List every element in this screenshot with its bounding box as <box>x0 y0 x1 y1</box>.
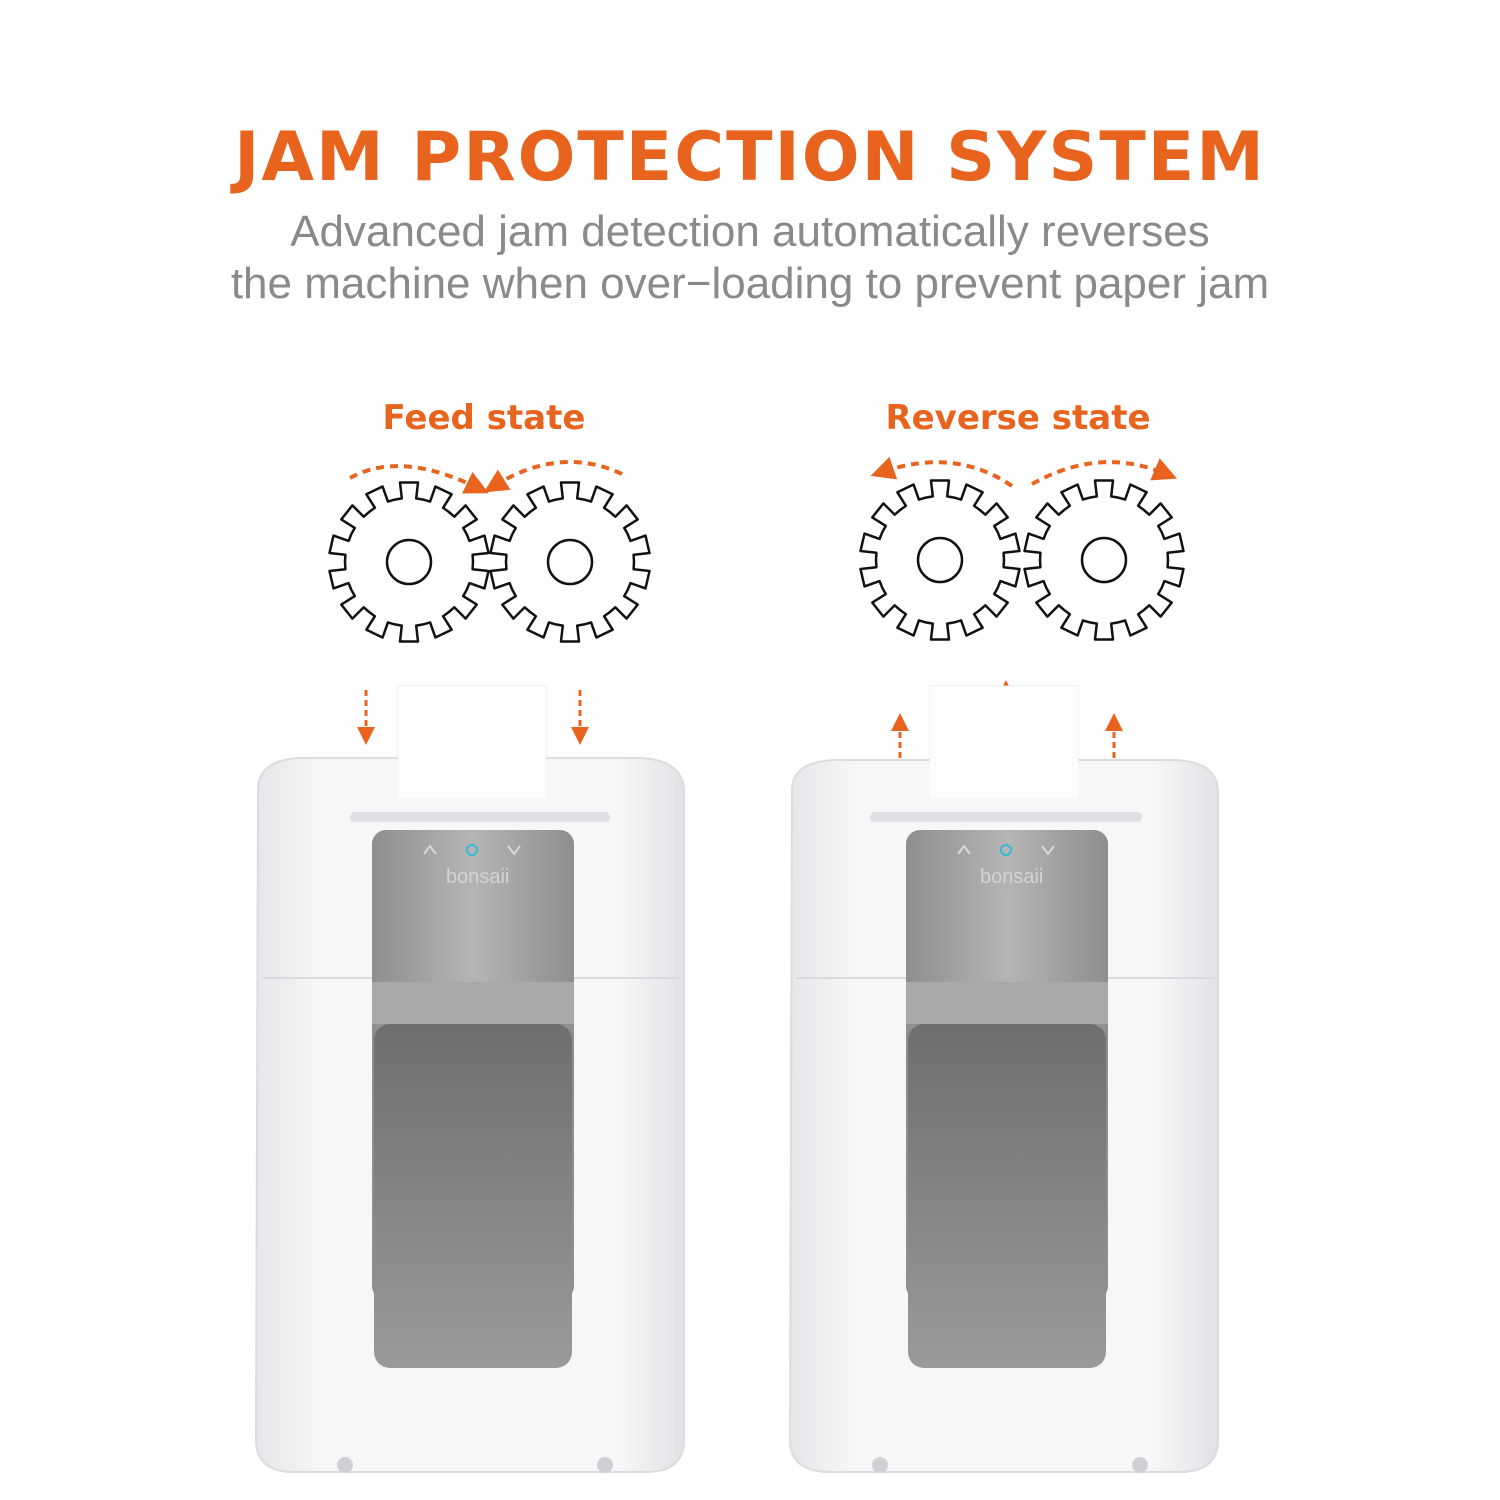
shredder-feed <box>254 685 685 1473</box>
feed-arc-right-arrow <box>483 459 623 493</box>
feed-arc-left-arrow <box>349 464 489 494</box>
reverse-gear-right-icon <box>1023 479 1185 641</box>
brand-logo-feed: bonsaii <box>446 866 510 888</box>
reverse-gear-left-icon <box>859 479 1021 641</box>
subtitle-line-2: the machine when over−loading to prevent… <box>230 259 1270 308</box>
feed-gear-right-icon <box>489 481 651 643</box>
feed-state-label: Feed state <box>382 398 586 438</box>
brand-logo-reverse: bonsaii <box>980 866 1044 888</box>
feed-gear-left-icon <box>328 481 490 643</box>
reverse-arc-right-arrow <box>1031 458 1178 486</box>
shredder-reverse <box>788 685 1219 1473</box>
subtitle-line-1: Advanced jam detection automatically rev… <box>290 207 1210 256</box>
reverse-arc-left-arrow <box>870 456 1014 488</box>
reverse-state-label: Reverse state <box>885 398 1151 438</box>
page-title: JAM PROTECTION SYSTEM <box>234 118 1266 197</box>
page-subtitle: Advanced jam detection automatically rev… <box>0 206 1500 310</box>
